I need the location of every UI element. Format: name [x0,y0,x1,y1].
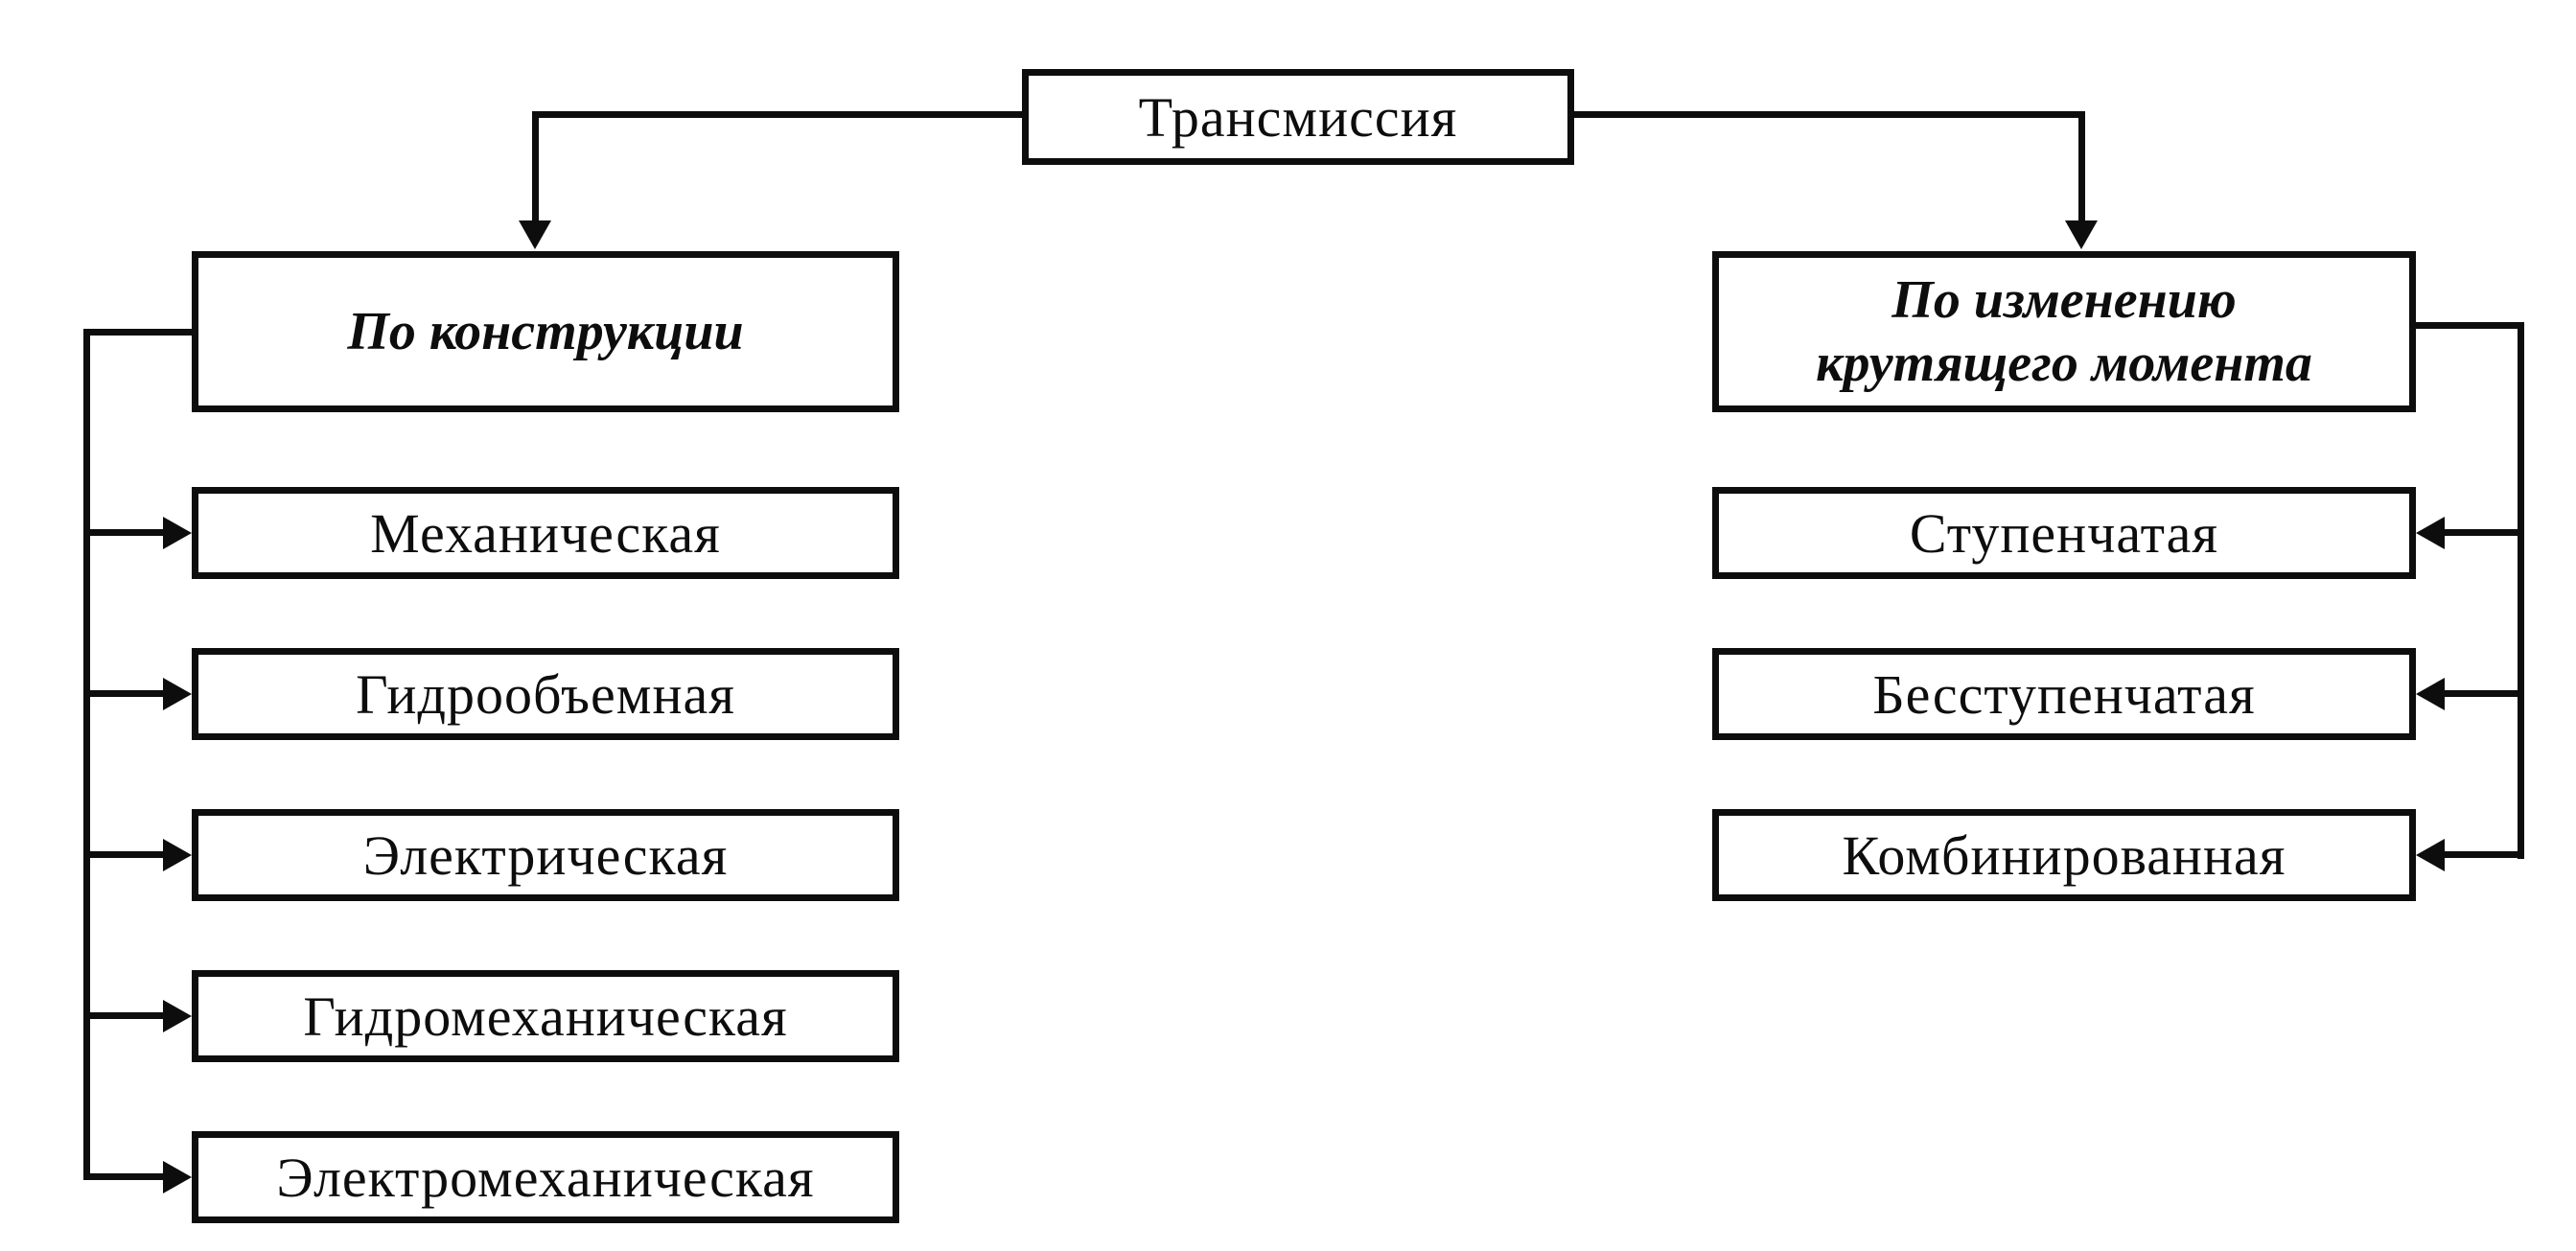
arrow-left-into-item-2-icon [2416,678,2445,710]
left-branch-line-4 [86,1012,173,1019]
right-spine-stub [2416,322,2521,329]
left-item-node-electromechanical: Электромеханическая [192,1131,899,1223]
left-category-label: По конструкции [347,302,744,361]
left-item-label-2: Гидрообъемная [356,662,735,726]
arrow-down-into-left-category-icon [519,220,551,249]
connector-root-left-vertical [532,111,539,226]
arrow-right-into-item-5-icon [163,1161,192,1193]
left-branch-line-2 [86,690,173,697]
left-item-node-hydrostatic: Гидрообъемная [192,648,899,740]
left-branch-line-5 [86,1173,173,1180]
right-item-label-3: Комбинированная [1842,823,2286,887]
right-category-node: По изменению крутящего момента [1712,251,2416,412]
right-item-node-stepless: Бесступенчатая [1712,648,2416,740]
right-branch-line-3 [2440,851,2524,858]
root-node-label: Трансмиссия [1138,85,1458,149]
connector-root-right-horizontal [1574,111,2082,118]
left-item-node-mechanical: Механическая [192,487,899,579]
right-item-label-1: Ступенчатая [1909,501,2219,565]
left-item-node-electric: Электрическая [192,809,899,901]
left-item-node-hydromechanical: Гидромеханическая [192,970,899,1062]
connector-root-left-horizontal [535,111,1022,118]
arrow-down-into-right-category-icon [2065,220,2098,249]
root-node-transmission: Трансмиссия [1022,69,1574,165]
right-item-node-combined: Комбинированная [1712,809,2416,901]
right-branch-line-2 [2440,690,2524,697]
right-branch-line-1 [2440,529,2524,536]
left-category-node: По конструкции [192,251,899,412]
connector-root-right-vertical [2078,111,2085,226]
arrow-right-into-item-4-icon [163,1000,192,1032]
right-category-label: По изменению крутящего момента [1816,270,2312,393]
left-item-label-1: Механическая [370,501,721,565]
arrow-left-into-item-1-icon [2416,517,2445,549]
left-spine-vertical [83,329,90,1180]
arrow-right-into-item-1-icon [163,517,192,549]
left-spine-stub [86,329,192,336]
right-item-label-2: Бесступенчатая [1872,662,2256,726]
arrow-left-into-item-3-icon [2416,839,2445,871]
left-item-label-4: Гидромеханическая [303,985,788,1048]
left-item-label-3: Электрическая [362,823,729,887]
right-spine-vertical [2518,322,2524,859]
left-item-label-5: Электромеханическая [276,1146,815,1209]
left-branch-line-3 [86,851,173,858]
right-item-node-stepped: Ступенчатая [1712,487,2416,579]
arrow-right-into-item-2-icon [163,678,192,710]
arrow-right-into-item-3-icon [163,839,192,871]
left-branch-line-1 [86,529,173,536]
